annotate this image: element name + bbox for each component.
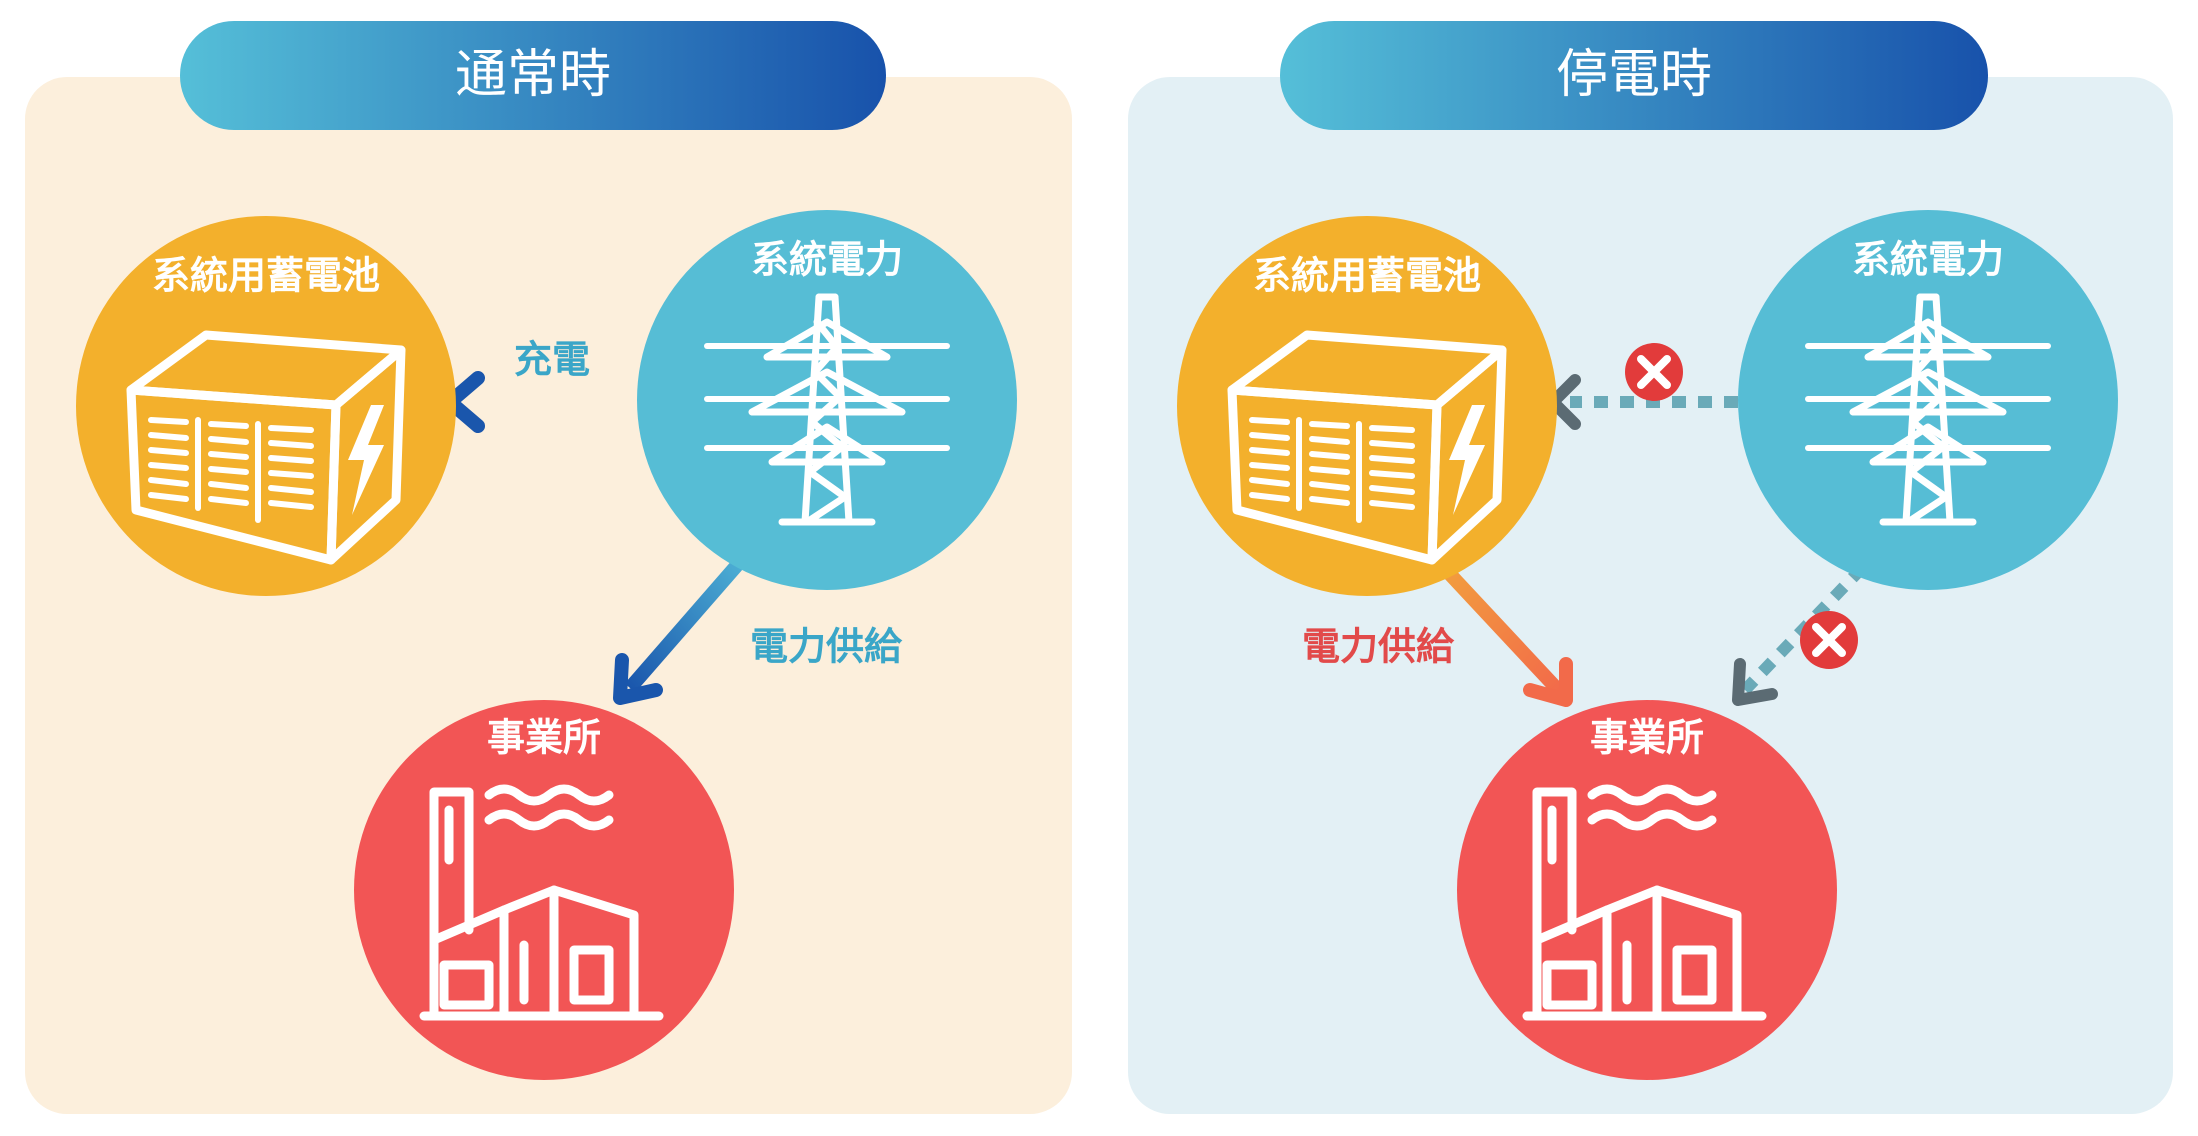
site-node: 事業所: [1457, 700, 1837, 1080]
outage-panel: 停電時 電力供給 系統用蓄電池: [1128, 21, 2173, 1114]
battery-node: 系統用蓄電池: [1177, 216, 1557, 596]
outage-title-pill: 停電時: [1280, 21, 1988, 130]
battery-label: 系統用蓄電池: [1253, 254, 1481, 298]
battery-icon: [1227, 330, 1507, 565]
factory-icon: [419, 784, 664, 1021]
battery-label: 系統用蓄電池: [152, 254, 380, 298]
outage-supply-label: 電力供給: [1302, 625, 1455, 669]
normal-supply-arrow: [613, 551, 751, 705]
grid-node: 系統電力: [637, 210, 1017, 590]
grid-label: 系統電力: [751, 238, 903, 282]
power-tower-icon: [704, 293, 950, 526]
factory-icon: [1522, 784, 1767, 1021]
site-label: 事業所: [487, 716, 601, 760]
normal-supply-label: 電力供給: [750, 625, 903, 669]
normal-title: 通常時: [455, 45, 611, 105]
battery-supply-arrow: [1427, 551, 1573, 707]
normal-panel: 通常時 充電 電力供給 系統用蓄電池: [25, 21, 1072, 1114]
battery-node: 系統用蓄電池: [76, 216, 456, 596]
site-label: 事業所: [1590, 716, 1704, 760]
grid-label: 系統電力: [1852, 238, 2004, 282]
outage-title: 停電時: [1556, 45, 1712, 105]
blocked-x-icon: [1625, 343, 1683, 401]
site-node: 事業所: [354, 700, 734, 1080]
blocked-x-icon: [1800, 611, 1858, 669]
battery-icon: [126, 330, 406, 565]
normal-title-pill: 通常時: [180, 21, 886, 130]
power-tower-icon: [1805, 293, 2051, 526]
grid-node: 系統電力: [1738, 210, 2118, 590]
charge-label: 充電: [514, 338, 590, 382]
